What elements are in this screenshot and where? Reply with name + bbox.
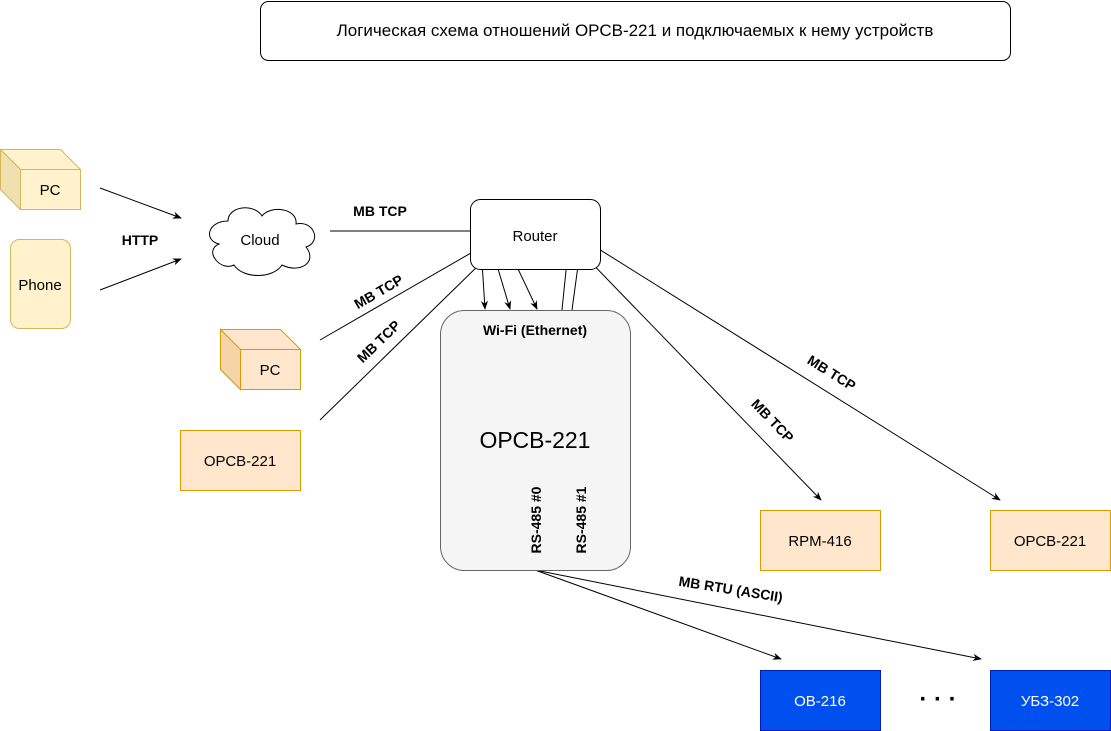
pc-remote-label: PC — [40, 182, 61, 199]
main-device-title: ОРСВ-221 — [480, 427, 591, 453]
edge-rs485-ov — [534, 569, 782, 660]
ubz-node: УБЗ-302 — [990, 670, 1111, 731]
cloud-label: Cloud — [240, 232, 279, 249]
phone-node: Phone — [10, 239, 71, 329]
edge-label-orsv-router: MB TCP — [354, 317, 404, 366]
pc-local-node: PC — [220, 328, 301, 391]
edge-phone-cloud — [99, 258, 182, 291]
ov-node: ОВ-216 — [760, 670, 881, 731]
main-device-interface: Wi-Fi (Ethernet) — [483, 322, 587, 338]
diagram-title: Логическая схема отношений ОРСВ-221 и по… — [337, 21, 934, 40]
edge-pc-cloud — [99, 187, 182, 219]
orsv-right-node: ОРСВ-221 — [990, 510, 1111, 571]
rpm-node: RPM-416 — [760, 510, 881, 571]
cloud-node: Cloud — [209, 207, 316, 276]
edge-label-router-rpm: MB TCP — [748, 396, 797, 446]
edge-label-rs485: MB RTU (ASCII) — [678, 573, 784, 605]
pc-remote-node: PC — [0, 148, 81, 211]
orsv-left-label: ОРСВ-221 — [204, 453, 276, 470]
router-label: Router — [512, 228, 557, 245]
edge-label-http: HTTP — [122, 232, 159, 248]
port-rs485-0: RS-485 #0 — [528, 486, 544, 553]
ellipsis-label: · · · — [919, 686, 956, 713]
pc-local-label: PC — [260, 362, 281, 379]
title-box: Логическая схема отношений ОРСВ-221 и по… — [260, 1, 1011, 61]
edge-label-cloud-router: MB TCP — [353, 203, 407, 219]
orsv-right-label: ОРСВ-221 — [1014, 533, 1086, 550]
rpm-label: RPM-416 — [788, 533, 851, 550]
ubz-label: УБЗ-302 — [1021, 693, 1079, 710]
port-rs485-1: RS-485 #1 — [573, 486, 589, 553]
edge-label-router-orsv: MB TCP — [805, 352, 859, 394]
ov-label: ОВ-216 — [794, 693, 846, 710]
router-node: Router — [470, 199, 601, 270]
orsv-left-node: ОРСВ-221 — [180, 430, 301, 491]
phone-label: Phone — [18, 277, 61, 294]
edge-rs485-ubz — [534, 569, 982, 661]
main-device-node: Wi-Fi (Ethernet) ОРСВ-221 RS-485 #0 RS-4… — [440, 310, 631, 571]
